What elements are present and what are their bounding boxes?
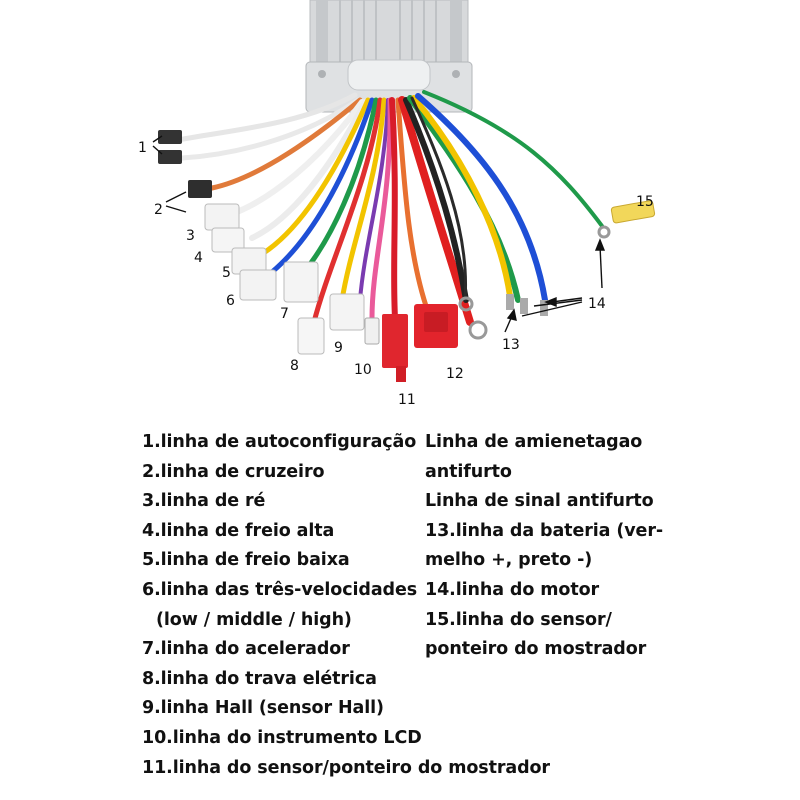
label-4: 4	[194, 250, 203, 266]
legend-right-column: Linha de amienetagao antifurto Linha de …	[425, 428, 663, 665]
label-7: 7	[280, 306, 289, 322]
terminal-14	[506, 294, 548, 316]
wire-yellow-9	[339, 97, 387, 303]
wire-yellow-14b	[411, 95, 513, 299]
connector-12	[414, 304, 458, 348]
legend-item-6: 6.linha das três-velocidades	[142, 579, 418, 600]
wire-white-4	[249, 99, 368, 241]
legend-item-15: 15.linha do sensor/	[425, 609, 612, 630]
legend-item-4: 4.linha de freio alta	[142, 520, 335, 541]
wire-orange	[209, 97, 363, 191]
label-15: 15	[636, 194, 654, 210]
label-9: 9	[334, 340, 343, 356]
wire-white-3	[229, 99, 365, 217]
wire-white-1	[175, 92, 358, 143]
label-8: 8	[290, 358, 299, 374]
legend-item-7: 7.linha do acelerador	[142, 639, 350, 660]
wire-green-15	[422, 90, 604, 228]
controller-box	[305, 0, 473, 113]
label-1: 1	[138, 140, 147, 156]
wire-black-14d	[410, 96, 468, 302]
legend-item-2: 2.linha de cruzeiro	[142, 461, 325, 482]
legend-item-8: 8.linha do trava elétrica	[142, 668, 377, 689]
terminal-13	[458, 296, 488, 340]
wire-bundle	[175, 90, 604, 326]
wire-black-13b	[403, 97, 469, 303]
legend-item-15-cont: ponteiro do mostrador	[425, 639, 647, 660]
legend-item-9: 9.linha Hall (sensor Hall)	[142, 698, 384, 719]
wire-yellow-5	[259, 97, 371, 257]
legend-item-6-cont: (low / middle / high)	[156, 609, 352, 630]
wire-pink-10	[369, 97, 393, 321]
wire-red-13a	[398, 96, 474, 326]
connector-2	[188, 180, 212, 198]
wire-green-7	[301, 97, 379, 275]
legend-item-1: 1.linha de autoconfiguração	[142, 432, 417, 452]
legend-item-5: 5.linha de freio baixa	[142, 550, 350, 571]
connector-7	[283, 261, 319, 303]
wire-blue-6	[269, 97, 375, 275]
label-5: 5	[222, 265, 231, 281]
connector-10	[364, 317, 380, 345]
connector-11	[382, 314, 408, 382]
legend-item-10: 10.linha do instrumento LCD	[142, 727, 422, 748]
label-10: 10	[354, 362, 372, 378]
connector-3	[204, 203, 240, 231]
legend-item-3: 3.linha de ré	[142, 491, 266, 512]
legend-item-13-cont: melho +, preto -)	[425, 550, 593, 571]
connector-9	[329, 293, 365, 331]
wire-blue-14c	[415, 93, 548, 303]
legend-item-antifurto-power: Linha de amienetagao	[425, 432, 643, 452]
legend-left-column: 1.linha de autoconfiguração 2.linha de c…	[142, 428, 550, 783]
connector-15	[597, 200, 656, 239]
label-11: 11	[398, 392, 416, 408]
legend-item-antifurto-signal: Linha de sinal antifurto	[425, 491, 654, 512]
label-2: 2	[154, 202, 163, 218]
wire-red-11	[389, 97, 398, 321]
legend-item-11: 11.linha do sensor/ponteiro do mostrador	[142, 757, 550, 778]
label-14: 14	[588, 296, 606, 312]
label-3: 3	[186, 228, 195, 244]
wire-red-8	[311, 97, 383, 325]
label-13: 13	[502, 337, 520, 353]
wire-purple-9b	[358, 98, 390, 302]
legend-item-13: 13.linha da bateria (ver-	[425, 520, 664, 541]
label-6: 6	[226, 293, 235, 309]
legend-item-14: 14.linha do motor	[425, 579, 600, 600]
connector-6	[239, 269, 277, 301]
connector-4	[211, 227, 245, 253]
connector-1	[158, 130, 182, 164]
legend-item-antifurto-power-cont: antifurto	[425, 461, 512, 482]
wire-white-1b	[179, 97, 361, 161]
label-12: 12	[446, 366, 464, 382]
arrows	[152, 135, 606, 333]
wire-orange-12	[395, 97, 431, 315]
connector-8	[297, 317, 325, 355]
controller-wiring-photo: 1 2 3 4 5 6 7 8 9 10 11 12 13 14 15	[138, 0, 656, 408]
